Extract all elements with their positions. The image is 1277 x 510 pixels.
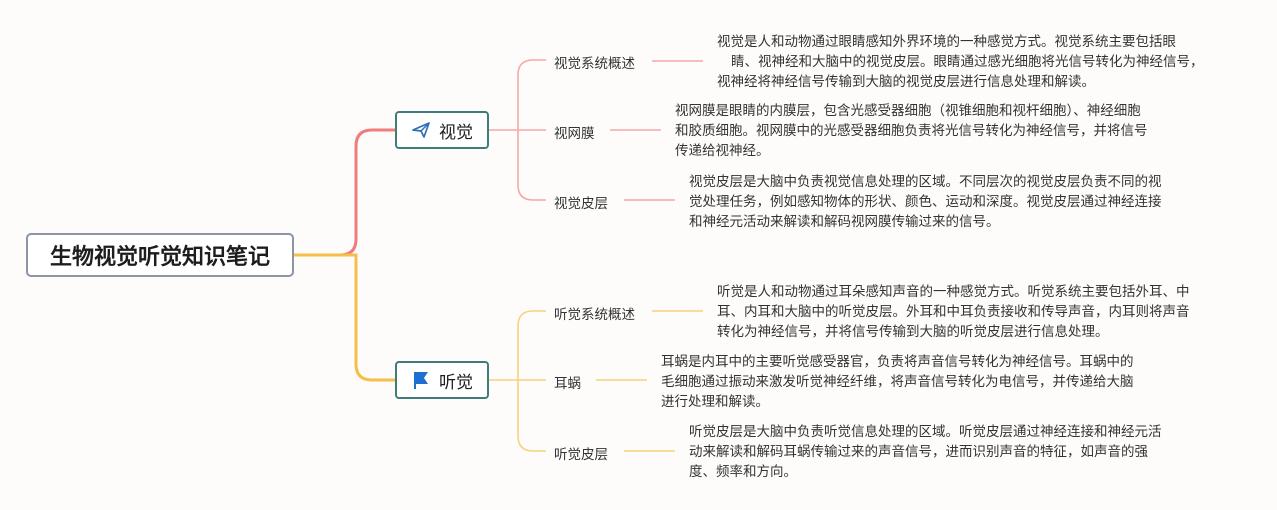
connector-vision-trunk [488,59,546,201]
root-title: 生物视觉听觉知识笔记 [49,245,270,270]
branch-hearing[interactable]: 听觉 [395,361,489,399]
desc-line: 视觉皮层是大脑中负责视觉信息处理的区域。不同层次的视觉皮层负责不同的视 [689,174,1162,190]
connector-root-hearing [294,253,396,382]
desc-visual-cortex: 视觉皮层是大脑中负责视觉信息处理的区域。不同层次的视觉皮层负责不同的视 觉处理任… [689,172,1162,232]
desc-line: 睛、视神经和大脑中的视觉皮层。眼睛通过感光细胞将光信号转化为神经信号， [731,54,1204,70]
desc-line: 和胶质细胞。视网膜中的光感受器细胞负责将光信号转化为神经信号，并将信号 [675,123,1148,139]
node-visual-cortex[interactable]: 视觉皮层 [554,196,608,212]
node-vision-overview[interactable]: 视觉系统概述 [554,56,635,72]
desc-line: 耳、内耳和大脑中的听觉皮层。外耳和中耳负责接收和传导声音，内耳则将声音 [717,304,1190,320]
desc-line: 听觉是人和动物通过耳朵感知声音的一种感觉方式。听觉系统主要包括外耳、中 [717,284,1190,300]
desc-hearing-overview: 听觉是人和动物通过耳朵感知声音的一种感觉方式。听觉系统主要包括外耳、中 耳、内耳… [717,282,1190,342]
node-hearing-overview[interactable]: 听觉系统概述 [554,307,635,323]
desc-line: 动来解读和解码耳蜗传输过来的声音信号，进而识别声音的特征，如声音的强 [689,444,1148,460]
desc-line: 觉处理任务，例如感知物体的形状、颜色、运动和深度。视觉皮层通过神经连接 [689,194,1162,210]
node-cochlea[interactable]: 耳蜗 [554,376,581,392]
branch-vision[interactable]: 视觉 [395,111,489,149]
desc-line: 转化为神经信号，并将信号传输到大脑的听觉皮层进行信息处理。 [717,324,1109,340]
desc-line: 视网膜是眼睛的内膜层，包含光感受器细胞（视锥细胞和视杆细胞）、神经细胞 [675,103,1141,119]
desc-line: 进行处理和解读。 [661,394,769,410]
connector-root-vision [294,128,396,257]
desc-line: 和神经元活动来解读和解码视网膜传输过来的信号。 [689,214,1000,230]
desc-cochlea: 耳蜗是内耳中的主要听觉感受器官，负责将声音信号转化为神经信号。耳蜗中的 毛细胞通… [661,352,1134,412]
desc-line: 耳蜗是内耳中的主要听觉感受器官，负责将声音信号转化为神经信号。耳蜗中的 [661,354,1134,370]
node-retina[interactable]: 视网膜 [554,126,595,142]
desc-line: 传递给视神经。 [675,143,770,159]
paper-plane-icon [411,120,431,140]
desc-line: 视觉是人和动物通过眼睛感知外界环境的一种感觉方式。视觉系统主要包括眼 [717,34,1176,50]
desc-vision-overview: 视觉是人和动物通过眼睛感知外界环境的一种感觉方式。视觉系统主要包括眼 睛、视神经… [717,32,1204,92]
branch-hearing-label: 听觉 [439,372,473,393]
desc-line: 毛细胞通过振动来激发听觉神经纤维，将声音信号转化为电信号，并传递给大脑 [661,374,1134,390]
root-node[interactable]: 生物视觉听觉知识笔记 [26,233,294,277]
desc-line: 听觉皮层是大脑中负责听觉信息处理的区域。听觉皮层通过神经连接和神经元活 [689,424,1162,440]
desc-line: 视神经将神经信号传输到大脑的视觉皮层进行信息处理和解读。 [717,74,1095,90]
node-auditory-cortex[interactable]: 听觉皮层 [554,447,608,463]
desc-line: 度、频率和方向。 [689,464,797,480]
branch-vision-label: 视觉 [439,122,473,143]
desc-auditory-cortex: 听觉皮层是大脑中负责听觉信息处理的区域。听觉皮层通过神经连接和神经元活 动来解读… [689,422,1162,482]
desc-retina: 视网膜是眼睛的内膜层，包含光感受器细胞（视锥细胞和视杆细胞）、神经细胞 和胶质细… [675,101,1148,161]
connector-hearing-trunk [488,310,546,452]
flag-icon [411,370,431,390]
